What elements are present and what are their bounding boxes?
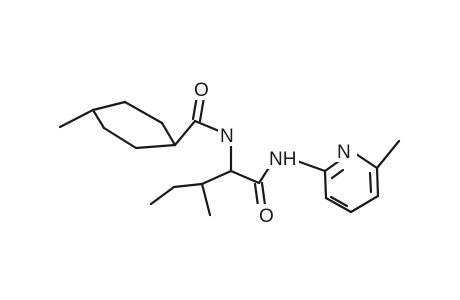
ring-bond xyxy=(375,166,380,198)
nh-to-pyridine-bond xyxy=(295,159,327,173)
ring-bond xyxy=(91,100,127,112)
ring-to-carbonyl-bond xyxy=(173,119,197,147)
carbonyl-double-bond xyxy=(198,95,206,123)
nh-label: NH xyxy=(269,149,296,170)
aromatic-inner-bond xyxy=(368,171,373,194)
alpha-to-beta-bond xyxy=(200,169,233,186)
ring-bond xyxy=(160,121,177,147)
ring-bond xyxy=(323,159,341,173)
methyl-bond xyxy=(58,108,95,129)
ring-bond xyxy=(123,100,164,125)
ring-bond xyxy=(91,108,106,130)
ch2-to-ch3-bond xyxy=(149,185,176,206)
cyclohexane-ring xyxy=(58,100,177,150)
ring-bond xyxy=(324,196,353,214)
carbonyl-double-bond xyxy=(253,182,260,208)
oxygen-label: O xyxy=(194,80,209,101)
ring-bond xyxy=(323,169,328,200)
alpha-to-carbonyl-bond xyxy=(229,169,261,185)
beta-methyl-bond xyxy=(200,182,212,217)
carbonyl-to-n-bond xyxy=(193,119,221,133)
sec-butyl-chain xyxy=(149,169,233,217)
ring-bond xyxy=(349,194,380,214)
ring-bond xyxy=(102,126,138,150)
aromatic-inner-bond xyxy=(330,168,345,180)
pyridine-methyl-bond xyxy=(375,139,401,170)
ring-bond xyxy=(134,143,177,150)
pyridine-nitrogen-label: N xyxy=(337,142,351,163)
atom-labels: O N NH N O xyxy=(190,78,357,227)
oxygen-label: O xyxy=(259,206,274,227)
nitrogen-label: N xyxy=(220,126,234,147)
carbonyl-double-bond xyxy=(260,181,267,207)
beta-to-ch2-bond xyxy=(172,182,204,189)
aromatic-inner-bond xyxy=(329,195,349,208)
